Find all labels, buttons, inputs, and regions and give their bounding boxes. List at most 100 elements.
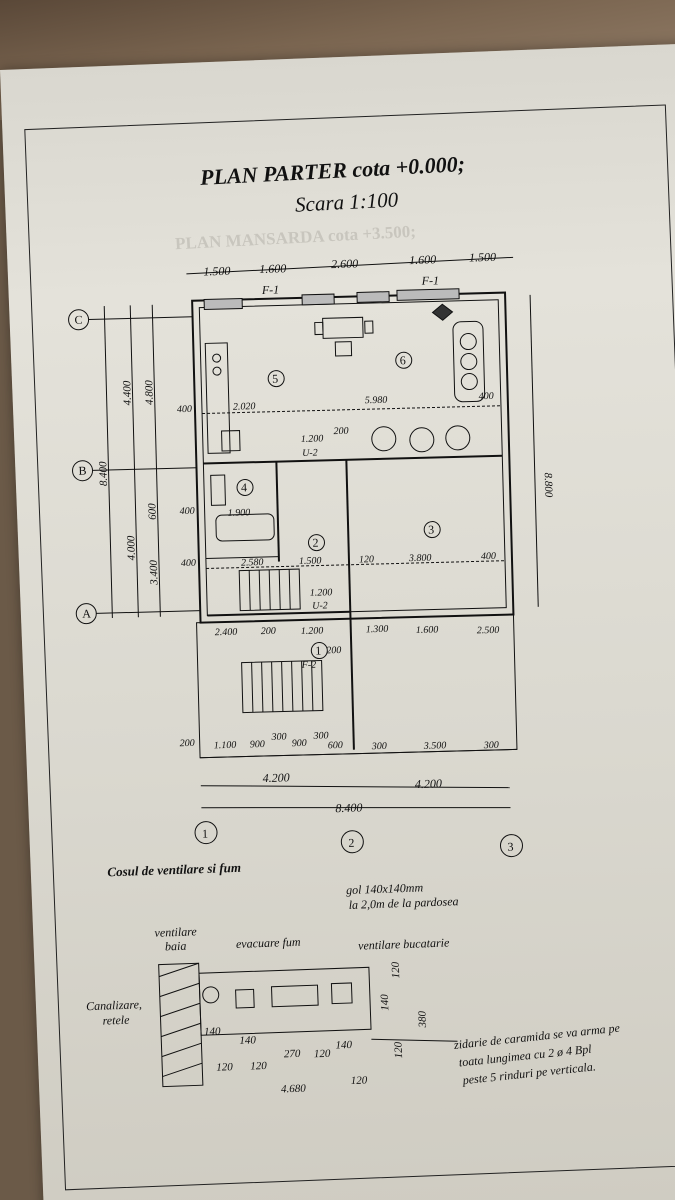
dim-line <box>129 305 139 618</box>
dim-label: 380 <box>416 1010 429 1028</box>
dim-label: 120 <box>392 1041 405 1058</box>
dim-label: 1.200 <box>301 625 324 637</box>
wall <box>345 459 355 750</box>
bottom-dim: 300 <box>371 741 387 752</box>
sofa <box>452 320 486 403</box>
dining-table <box>314 316 374 357</box>
dim-label: 1.200 <box>301 433 324 445</box>
dim-line <box>200 748 517 759</box>
dim-label: 4.680 <box>281 1083 307 1096</box>
axis-label: 3 <box>507 840 513 854</box>
room-number: 6 <box>400 353 406 367</box>
top-dim: 1.600 <box>409 252 436 267</box>
armchairs <box>371 425 471 453</box>
left-dim: 4.000 <box>125 535 138 561</box>
left-dim: 600 <box>146 503 158 520</box>
axis-label: C <box>74 313 82 327</box>
dim-label: 1.900 <box>228 507 251 519</box>
chimney-heading: Cosul de ventilare si fum <box>107 860 241 880</box>
bottom-dim: 300 <box>270 731 286 742</box>
axis-label: A <box>82 607 91 621</box>
bottom-dim: 1.100 <box>214 740 237 752</box>
bathtub <box>210 474 275 542</box>
dim-label: 120 <box>359 554 374 565</box>
dim-label: 120 <box>314 1048 331 1061</box>
bottom-dim: 200 <box>180 738 195 749</box>
room-number: 3 <box>428 523 434 537</box>
room-number: 5 <box>272 372 278 386</box>
dim-label: 400 <box>181 558 196 569</box>
chimney-label: Canalizare, <box>86 997 142 1013</box>
dim-label: 1.600 <box>416 624 439 636</box>
dim-line <box>151 304 161 617</box>
dim-label: 200 <box>326 645 341 656</box>
bottom-dim: 900 <box>292 738 307 749</box>
inner-wall-upper <box>198 299 507 616</box>
total-dim: 8.400 <box>335 800 362 815</box>
dim-label: 140 <box>335 1039 352 1052</box>
dim-label: 120 <box>216 1061 233 1074</box>
dim-label: U-2 <box>312 600 328 611</box>
bottom-dim: 300 <box>312 730 328 741</box>
room-number: 4 <box>241 480 247 494</box>
dim-label: 2.500 <box>477 625 500 637</box>
leader-line <box>371 1038 458 1042</box>
dim-label: 140 <box>379 994 392 1011</box>
dim-label: U-2 <box>302 448 318 459</box>
dim-label: 3.800 <box>408 553 432 565</box>
dim-label: 200 <box>261 626 276 637</box>
plant-icon <box>431 303 454 321</box>
wall <box>203 454 503 465</box>
bottom-dim: 900 <box>250 739 265 750</box>
bottom-dim: 300 <box>483 740 499 751</box>
room-number: 2 <box>312 536 318 550</box>
dim-label: 2.400 <box>215 627 238 639</box>
dim-label: 5.980 <box>365 395 388 407</box>
wall <box>205 556 279 559</box>
hatch <box>158 962 203 1078</box>
window-mark: F-1 <box>420 273 439 287</box>
dim-label: F-2 <box>301 660 317 671</box>
dim-label: 400 <box>179 506 194 517</box>
axis-line <box>96 610 201 614</box>
axis-line <box>88 316 193 320</box>
total-dim: 4.200 <box>415 776 442 791</box>
left-dim: 4.800 <box>143 380 156 406</box>
window <box>203 297 243 310</box>
chimney-label: retele <box>102 1013 130 1028</box>
axis-line <box>92 467 197 471</box>
room-number: 1 <box>315 644 321 658</box>
chimney-label: la 2,0m de la pardosea <box>348 894 458 912</box>
axis-label: 1 <box>202 827 208 841</box>
total-dim: 4.200 <box>262 770 289 785</box>
top-dim: 1.500 <box>203 264 230 279</box>
chimney-label: ventilare <box>154 924 197 939</box>
chimney-label: ventilare bucatarie <box>358 935 450 952</box>
chimney-label: evacuare fum <box>236 935 301 951</box>
bottom-dim: 600 <box>328 740 343 751</box>
dim-line <box>200 785 510 789</box>
top-dim: 2.600 <box>331 256 358 271</box>
axis-label: 2 <box>348 836 354 850</box>
kitchen-counter <box>204 342 241 454</box>
flue <box>330 982 353 1005</box>
wall <box>275 461 280 562</box>
dim-label: 140 <box>204 1026 221 1039</box>
window-mark: F-1 <box>261 282 280 296</box>
staircase <box>238 568 324 714</box>
left-dim: 8.400 <box>97 461 110 487</box>
top-dim: 1.500 <box>469 250 496 265</box>
pipe-icon <box>202 986 220 1004</box>
bottom-dim: 3.500 <box>423 740 447 752</box>
dim-label: 120 <box>351 1074 368 1087</box>
wall <box>207 610 351 617</box>
left-dim: 4.400 <box>121 380 134 406</box>
chimney-label: gol 140x140mm <box>346 880 424 897</box>
dim-label: 120 <box>390 961 403 978</box>
dim-label: 270 <box>284 1048 301 1061</box>
window <box>356 291 390 303</box>
top-dim-line <box>186 256 514 275</box>
dim-label: 140 <box>239 1034 256 1047</box>
dim-label: 2.580 <box>241 557 264 569</box>
dim-label: 120 <box>250 1060 267 1073</box>
